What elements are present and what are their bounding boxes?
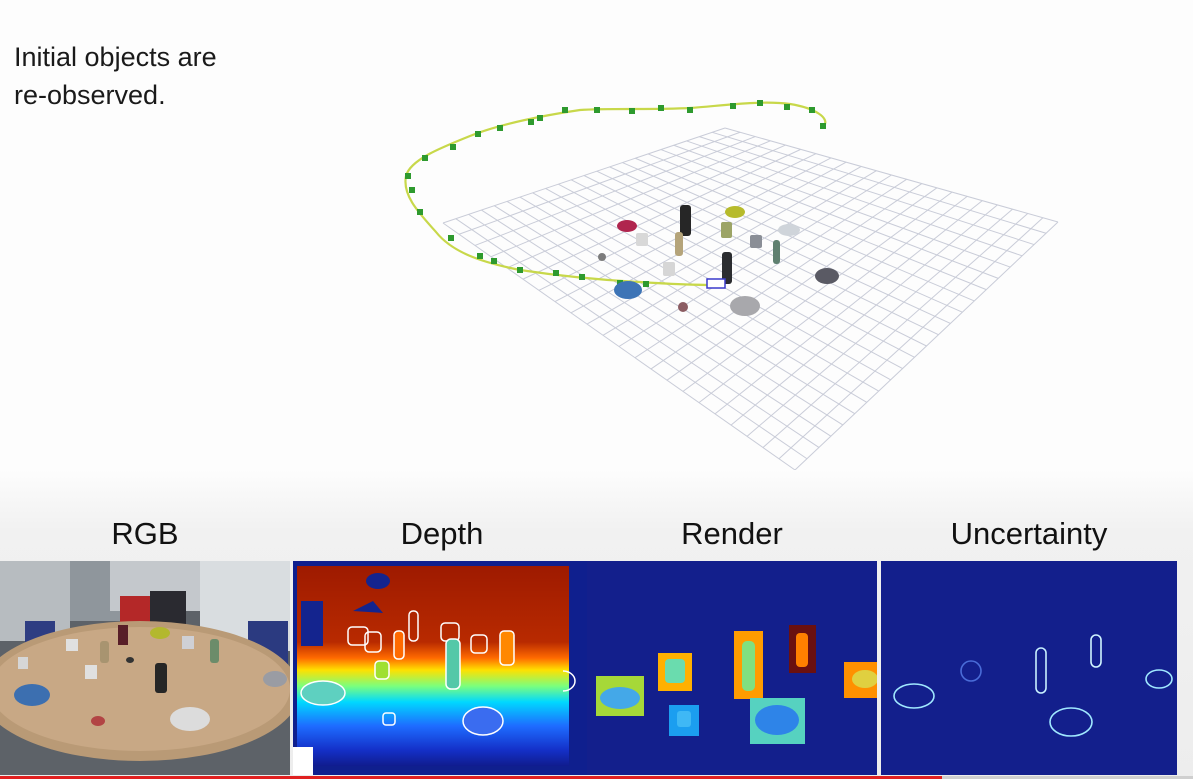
- video-progress-bar[interactable]: [0, 776, 1193, 779]
- red-cup: [678, 302, 688, 312]
- black-bottle: [680, 205, 691, 236]
- grid-line: [686, 140, 1023, 257]
- camera-pose-marker: [643, 281, 649, 287]
- camera-pose-marker: [757, 100, 763, 106]
- yellow-bowl: [725, 206, 745, 218]
- caption-line-1: Initial objects are: [14, 42, 217, 72]
- camera-pose-marker: [537, 115, 543, 121]
- grid-line: [762, 213, 1029, 448]
- caption-text: Initial objects are re-observed.: [14, 38, 274, 114]
- camera-pose-marker: [809, 107, 815, 113]
- panel-title-render: Render: [681, 516, 783, 551]
- camera-pose-marker: [448, 235, 454, 241]
- red-bowl: [617, 220, 637, 232]
- camera-pose-marker: [562, 107, 568, 113]
- grid-line: [622, 162, 963, 313]
- grid-line: [682, 191, 953, 392]
- grid-line: [712, 131, 1047, 234]
- camera-pose-marker: [475, 131, 481, 137]
- white-mug: [636, 233, 648, 246]
- rgb-image-panel: [0, 561, 290, 775]
- grid-line: [673, 144, 1011, 268]
- tan-bottle: [675, 232, 683, 256]
- grid-line: [596, 170, 939, 336]
- camera-pose-marker: [477, 253, 483, 259]
- white-bowl: [730, 296, 760, 316]
- grey-bowl: [778, 224, 800, 236]
- video-progress-fill: [0, 776, 943, 779]
- grey-mug: [750, 235, 762, 248]
- grid-line: [647, 153, 987, 291]
- grid-line: [609, 166, 951, 324]
- green-mug: [721, 222, 732, 238]
- blue-bowl: [614, 281, 642, 299]
- depth-image-panel: [293, 561, 591, 775]
- scene-3d-view: [404, 100, 1059, 471]
- grid-line: [666, 187, 938, 381]
- camera-pose-marker: [422, 155, 428, 161]
- grid-line: [660, 149, 999, 279]
- camera-pose-marker: [553, 270, 559, 276]
- camera-pose-marker: [497, 125, 503, 131]
- white-mug-2: [663, 262, 675, 276]
- panel-title-uncertainty: Uncertainty: [950, 516, 1108, 551]
- current-camera-marker: [706, 278, 726, 289]
- camera-pose-marker: [528, 119, 534, 125]
- camera-pose-marker: [784, 104, 790, 110]
- grid-line: [714, 200, 983, 415]
- grid-line: [724, 127, 1059, 223]
- camera-pose-marker: [409, 187, 415, 193]
- camera-pose-marker: [517, 267, 523, 273]
- camera-pose-marker: [820, 123, 826, 129]
- uncertainty-image-panel: [881, 561, 1177, 775]
- grid-line: [778, 217, 1044, 460]
- camera-trajectory: [404, 101, 827, 287]
- panel-title-depth: Depth: [400, 516, 484, 551]
- panel-title-rgb: RGB: [111, 516, 179, 551]
- camera-pose-marker: [594, 107, 600, 113]
- green-bottle: [773, 240, 780, 264]
- grid-line: [650, 183, 923, 370]
- caption-line-2: re-observed.: [14, 80, 166, 110]
- scene-canvas: [404, 100, 1059, 471]
- camera-pose-marker: [405, 173, 411, 179]
- camera-pose-marker: [629, 108, 635, 114]
- grid-line: [730, 204, 998, 426]
- dark-bowl: [815, 268, 839, 284]
- render-image-panel: [587, 561, 877, 775]
- camera-pose-marker: [417, 209, 423, 215]
- camera-pose-marker: [687, 107, 693, 113]
- camera-pose-marker: [579, 274, 585, 280]
- grid-line: [794, 221, 1059, 471]
- grid-line: [635, 157, 975, 302]
- camera-pose-marker: [730, 103, 736, 109]
- grid-line: [746, 208, 1013, 437]
- ground-grid: [442, 127, 1059, 471]
- grid-line: [618, 174, 892, 347]
- camera-pose-marker: [658, 105, 664, 111]
- camera-pose-marker: [450, 144, 456, 150]
- dark-bottle: [722, 252, 732, 284]
- grid-line: [698, 195, 968, 404]
- small-cup: [598, 253, 606, 261]
- grid-line: [699, 136, 1035, 246]
- camera-pose-marker: [491, 258, 497, 264]
- scene-objects: [598, 205, 839, 316]
- grid-line: [634, 178, 907, 359]
